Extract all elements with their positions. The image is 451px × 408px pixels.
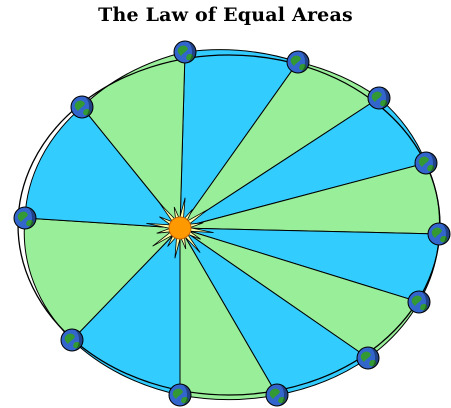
- planet-icon: [414, 151, 438, 175]
- sun-icon: [146, 197, 214, 259]
- planet-icon: [13, 206, 37, 230]
- planet-icon: [427, 222, 451, 246]
- planet-icon: [265, 383, 289, 407]
- planet-icon: [356, 346, 380, 370]
- planet-icon: [60, 328, 84, 352]
- planet-icon: [70, 95, 94, 119]
- planet-icon: [286, 50, 310, 74]
- planet-icon: [407, 290, 431, 314]
- planet-group: [13, 40, 451, 407]
- planet-icon: [173, 40, 197, 64]
- diagram-title: The Law of Equal Areas: [98, 4, 353, 26]
- sun-core: [168, 216, 192, 240]
- planet-icon: [168, 383, 192, 407]
- planet-icon: [367, 86, 391, 110]
